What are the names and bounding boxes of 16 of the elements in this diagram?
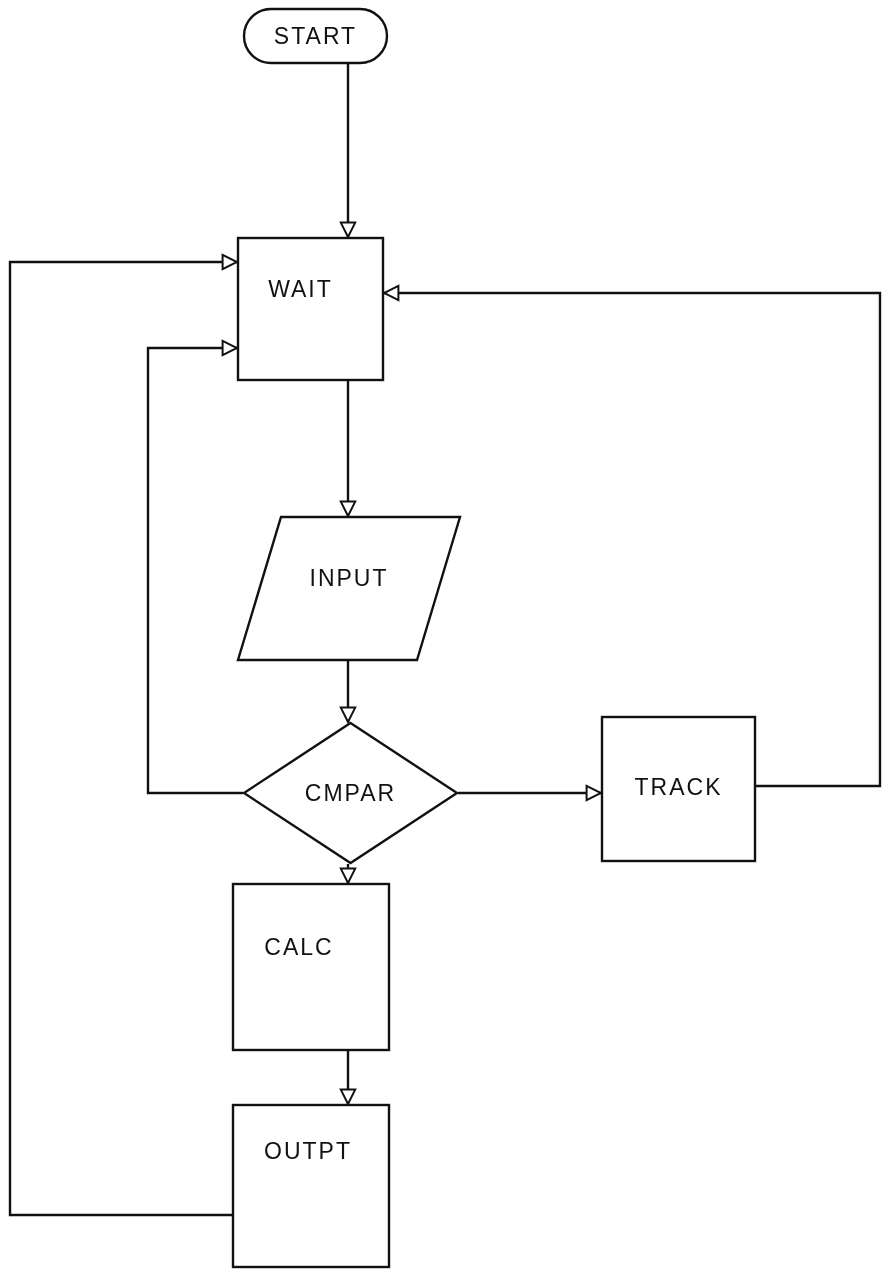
arrow	[146, 339, 243, 795]
node-label: INPUT	[309, 565, 389, 592]
arrow	[8, 253, 238, 1217]
node-label: CALC	[264, 933, 334, 961]
node-label: START	[273, 22, 358, 50]
arrow	[383, 284, 882, 788]
node-label: OUTPT	[264, 1137, 352, 1165]
arrow	[339, 64, 357, 238]
arrow	[458, 784, 602, 802]
node-label: TRACK	[634, 773, 723, 801]
node-label: WAIT	[268, 275, 333, 303]
node-label: CMPAR	[304, 779, 397, 807]
arrow	[339, 1051, 357, 1105]
arrow	[339, 381, 357, 517]
arrow	[339, 864, 357, 884]
arrow	[339, 661, 357, 723]
